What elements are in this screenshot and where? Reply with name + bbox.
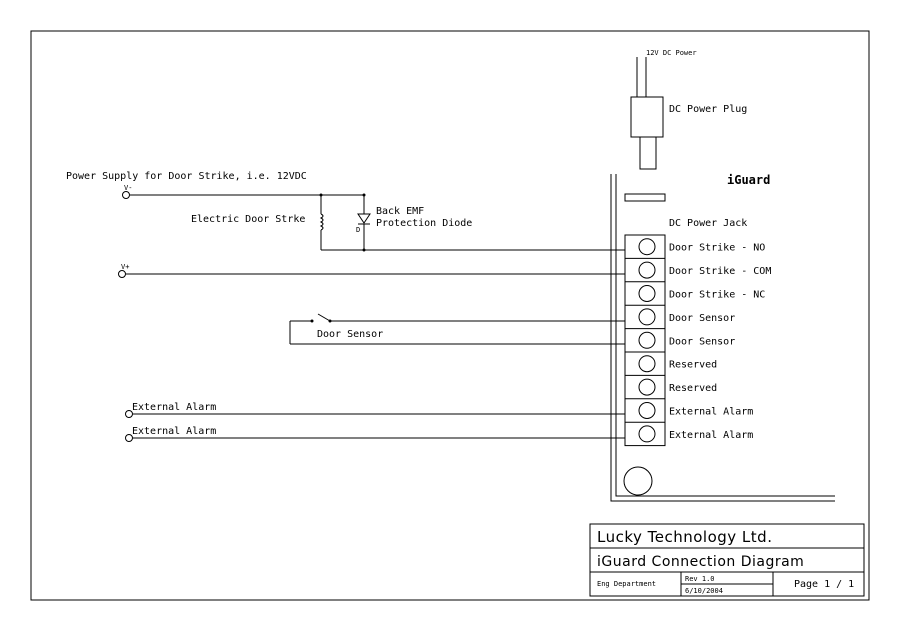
door-sensor-label: Door Sensor bbox=[317, 329, 383, 340]
terminal-label: Reserved bbox=[669, 360, 717, 371]
title-block bbox=[589, 523, 865, 597]
terminal-screw bbox=[638, 331, 656, 349]
external-alarm-terminal bbox=[125, 410, 133, 418]
device-outline bbox=[610, 174, 835, 502]
terminal-label: Door Strike - COM bbox=[669, 266, 771, 277]
terminal-label: Door Strike - NC bbox=[669, 290, 765, 301]
terminal-block-outline bbox=[624, 234, 666, 447]
terminal-label: External Alarm bbox=[669, 407, 753, 418]
door-sensor-switch bbox=[289, 313, 625, 345]
dc-power-input-label: 12V DC Power bbox=[646, 49, 697, 57]
terminal-screw bbox=[638, 378, 656, 396]
external-alarm-label: External Alarm bbox=[132, 426, 216, 437]
v-plus-label: V+ bbox=[121, 263, 129, 271]
terminal-screw bbox=[638, 402, 656, 419]
switch-contact bbox=[328, 319, 332, 323]
department-label: Eng Department bbox=[597, 580, 656, 588]
diode-ref-label: D bbox=[356, 226, 360, 234]
wire-junctions bbox=[319, 193, 366, 252]
mounting-hole bbox=[623, 466, 653, 496]
door-strike-coil-label: Electric Door Strke bbox=[191, 214, 305, 225]
dc-power-plug-label: DC Power Plug bbox=[669, 104, 747, 115]
dc-power-jack-label: DC Power Jack bbox=[669, 218, 747, 229]
page-label: Page 1 / 1 bbox=[794, 579, 854, 590]
diode-label-line2: Protection Diode bbox=[376, 218, 472, 229]
v-minus-label: V- bbox=[124, 184, 132, 192]
revision-label: Rev 1.0 bbox=[685, 575, 715, 583]
terminal-label: Door Sensor bbox=[669, 336, 735, 347]
external-alarm-terminal bbox=[125, 434, 133, 442]
v-minus-terminal bbox=[122, 191, 130, 199]
terminal-screw bbox=[638, 425, 656, 443]
dc-power-plug bbox=[630, 57, 664, 170]
terminal-screw bbox=[638, 285, 656, 302]
terminal-label: Door Strike - NO bbox=[669, 243, 765, 254]
strike-supply-label: Power Supply for Door Strike, i.e. 12VDC bbox=[66, 171, 307, 182]
dc-power-jack bbox=[624, 193, 666, 202]
terminal-screw bbox=[638, 238, 656, 256]
terminal-block: Door Strike - NO Door Strike - COM Door St… bbox=[624, 234, 771, 447]
company-name: Lucky Technology Ltd. bbox=[597, 528, 772, 546]
strike-wiring bbox=[126, 194, 625, 275]
drawing-title: iGuard Connection Diagram bbox=[597, 554, 804, 570]
external-alarm-label: External Alarm bbox=[132, 402, 216, 413]
terminal-label: External Alarm bbox=[669, 430, 753, 441]
terminal-screw bbox=[638, 261, 656, 279]
terminal-screw bbox=[638, 355, 656, 373]
switch-contact bbox=[310, 319, 314, 323]
terminal-label: Door Sensor bbox=[669, 313, 735, 324]
device-name: iGuard bbox=[727, 173, 770, 187]
v-plus-terminal bbox=[118, 270, 126, 278]
date-label: 6/10/2004 bbox=[685, 587, 723, 595]
terminal-label: Reserved bbox=[669, 383, 717, 394]
diode-label-line1: Back EMF bbox=[376, 206, 424, 217]
drawing-border bbox=[30, 30, 870, 601]
terminal-screw bbox=[638, 308, 656, 326]
